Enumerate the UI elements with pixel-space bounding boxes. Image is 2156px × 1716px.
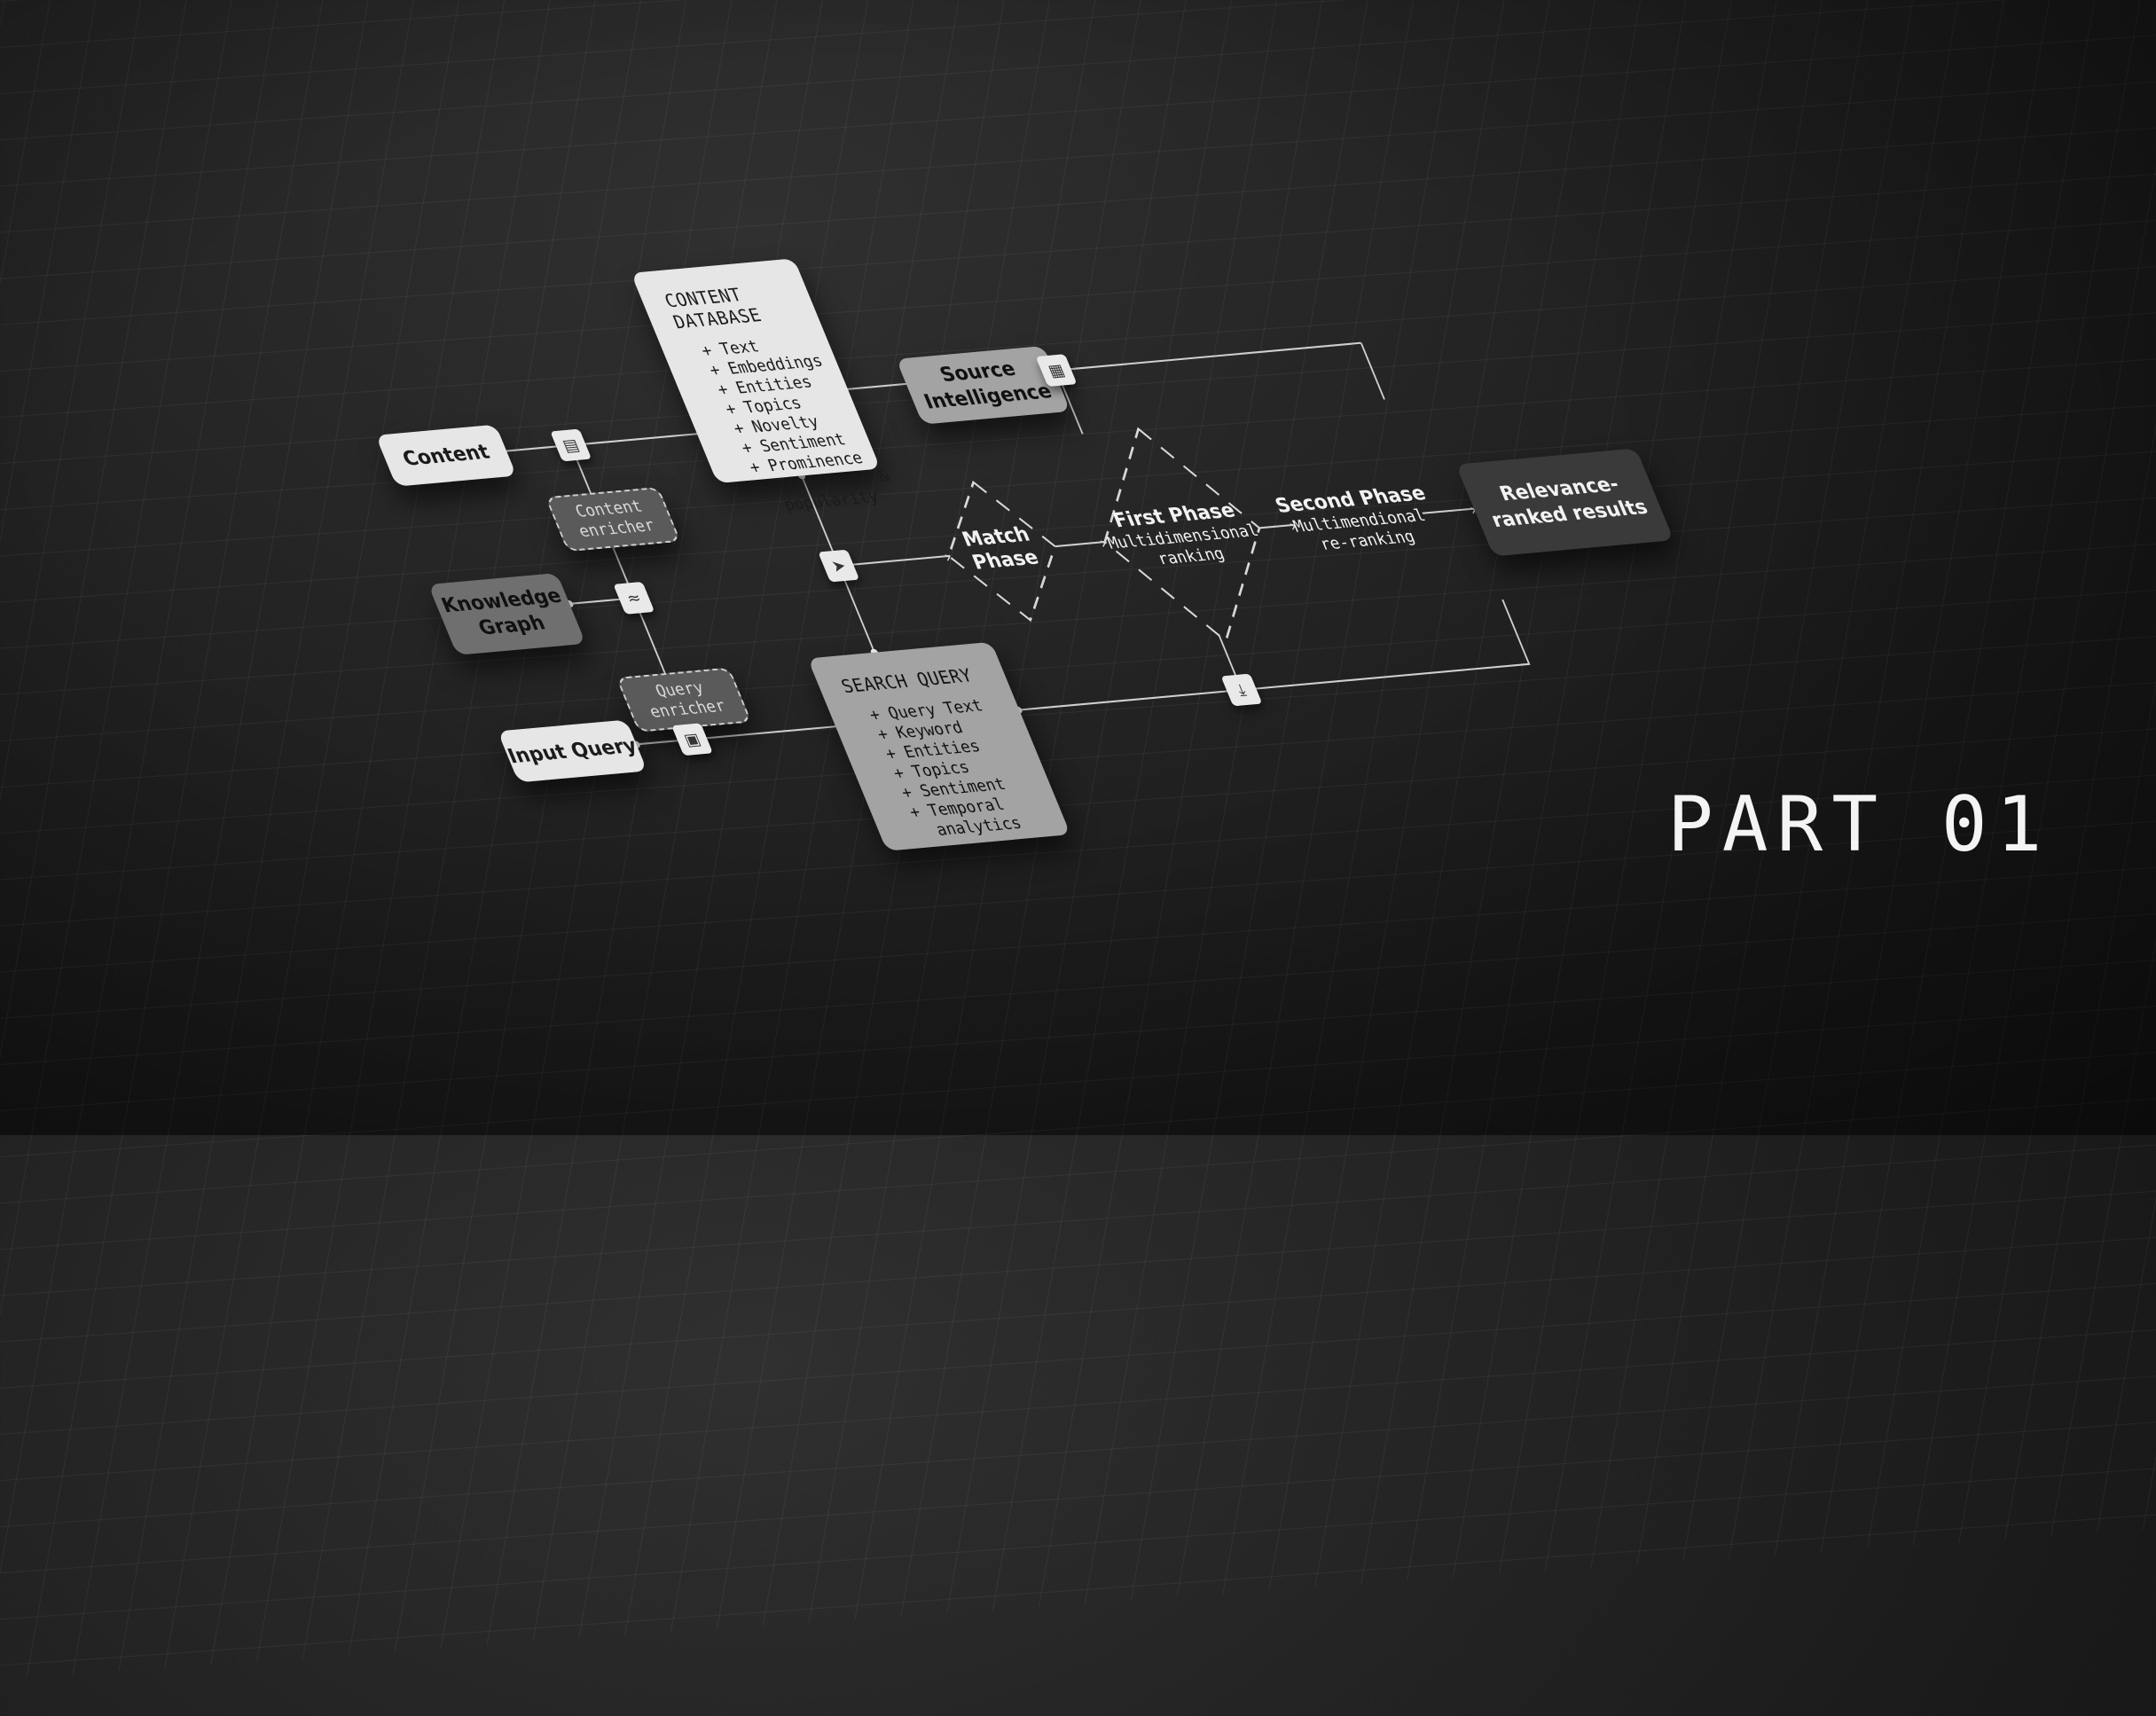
edge-first-second [1258,523,1295,529]
diagram-plane: › › › › Content Content enricher Knowled… [125,0,2156,1174]
search-pipeline-diagram: › › › › Content Content enricher Knowled… [375,258,1674,851]
match-phase-diamond [947,480,1057,623]
edge-source-second [1360,342,1385,400]
relevance-results-node[interactable]: Relevance- ranked results [1455,448,1674,557]
edge-match-first [1054,541,1106,548]
edge-content-database [501,431,711,452]
query-enricher-node[interactable]: Query enricher [615,667,752,733]
part-label: PART 01 [1667,780,2051,869]
edge-to-match [838,554,951,568]
content-database-title: CONTENT DATABASE [661,283,765,333]
background-vignette [0,0,2156,1135]
search-query-title: SEARCH QUERY [837,664,976,698]
content-enricher-node[interactable]: Content enricher [545,486,681,552]
first-phase-diamond [1103,427,1261,643]
match-phase-label: Match Phase [949,522,1054,576]
second-phase-label: Second Phase Multimendional re-ranking [1271,482,1446,558]
edge-second-results [1422,507,1475,514]
connector-layer: › › › › [498,341,1531,748]
edge-search-bottom [1017,599,1531,711]
search-query-list: + Query Text + Keyword + Entities + Topi… [851,696,1035,843]
match-phase-title: Match Phase [959,523,1043,575]
arrow-chevron: › [941,548,954,567]
content-node[interactable]: Content [375,424,517,487]
